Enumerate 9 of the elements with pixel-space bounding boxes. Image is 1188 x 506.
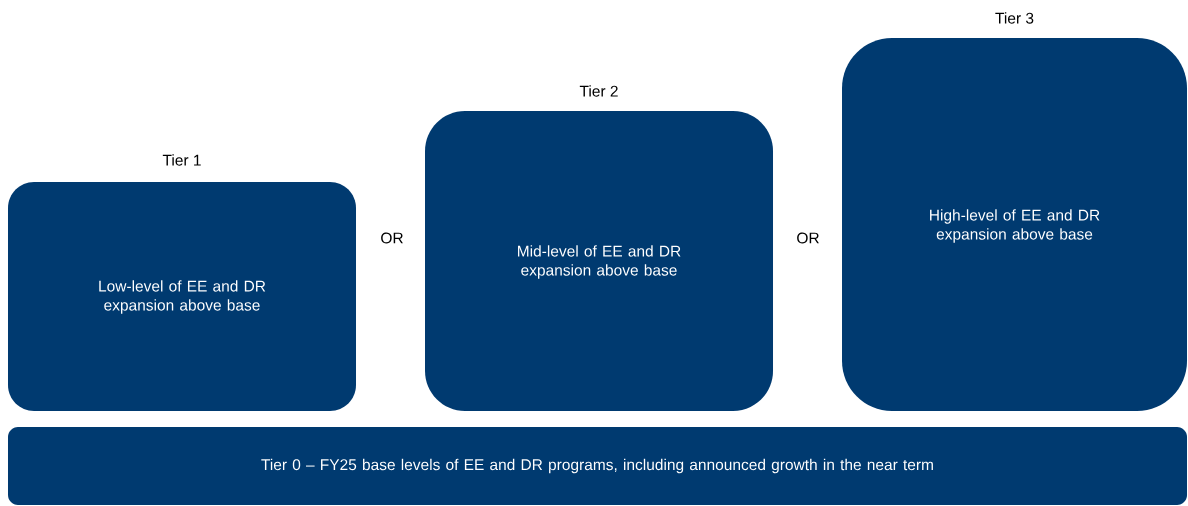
- or-label: OR: [381, 232, 403, 244]
- tier-box: Mid-level of EE and DR expansion above base: [425, 111, 773, 411]
- tier-box: High-level of EE and DR expansion above base: [842, 38, 1187, 411]
- tier-heading: Tier 1: [162, 154, 201, 166]
- tier-box: Tier 0 – FY25 base levels of EE and DR programs, including announced growth in the near term: [8, 427, 1187, 505]
- tier-heading: Tier 2: [579, 85, 618, 97]
- tier-heading: Tier 3: [995, 12, 1034, 24]
- or-label: OR: [797, 232, 819, 244]
- tier-box: Low-level of EE and DR expansion above base: [8, 182, 356, 411]
